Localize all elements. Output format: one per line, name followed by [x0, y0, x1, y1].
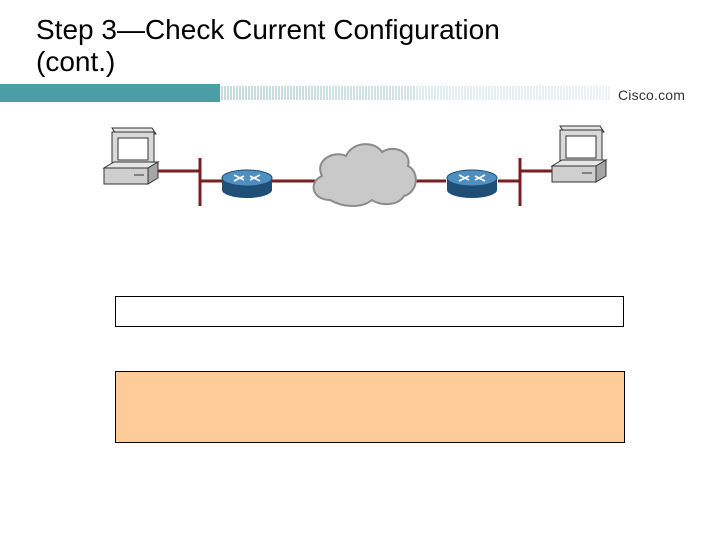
network-diagram	[102, 125, 608, 207]
router-icon	[221, 169, 273, 198]
workstation-icon	[102, 127, 160, 185]
output-box	[115, 371, 625, 443]
slide-title-line-2: (cont.)	[36, 46, 116, 77]
header-band	[0, 84, 610, 102]
slide-title: Step 3—Check Current Configuration (cont…	[36, 14, 676, 78]
router-icon	[446, 169, 498, 198]
cisco-logo: Cisco.com	[618, 87, 686, 103]
slide-title-line-1: Step 3—Check Current Configuration	[36, 14, 500, 45]
workstation-icon	[550, 125, 608, 183]
cloud-icon	[312, 143, 417, 207]
command-box	[115, 296, 624, 327]
